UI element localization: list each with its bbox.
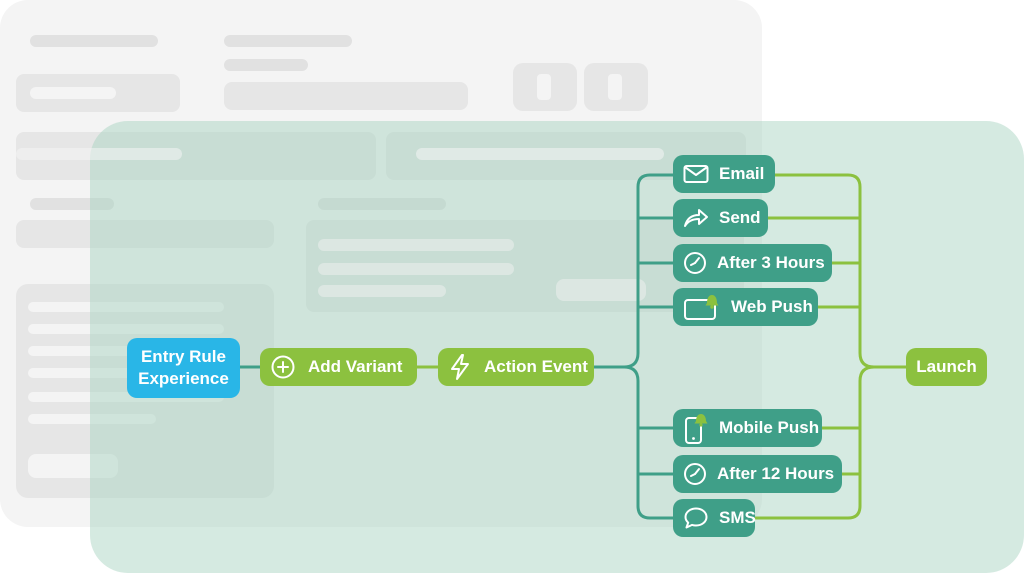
send-label: Send [719,208,761,227]
placeholder-line [28,392,224,402]
mobile-push-label: Mobile Push [719,418,820,437]
placeholder-field [224,82,468,110]
placeholder-line [30,35,158,47]
mobile-bell-icon [683,412,709,444]
entry-rule-node[interactable]: Entry Rule Experience [127,338,240,398]
mobile-push-node[interactable]: Mobile Push [673,409,822,447]
clock-icon [683,462,707,486]
sms-node[interactable]: SMS [673,499,756,537]
placeholder-button [556,279,646,301]
placeholder-line [28,368,224,378]
placeholder-line [318,198,446,210]
placeholder-line [318,285,446,297]
after-12-hours-label: After 12 Hours [717,464,835,483]
launch-node[interactable]: Launch [906,348,987,386]
plus-circle-icon [270,354,296,380]
email-label: Email [719,164,765,183]
placeholder-line [28,302,224,312]
placeholder-glyph [608,74,622,100]
placeholder-line [318,239,514,251]
after-12-hours-node[interactable]: After 12 Hours [673,455,842,493]
placeholder-line [224,35,352,47]
placeholder-field [16,220,274,248]
share-arrow-icon [683,207,709,229]
action-event-node[interactable]: Action Event [438,348,594,386]
placeholder-glyph [537,74,551,100]
lightning-bolt-icon [448,353,472,381]
placeholder-button [28,454,118,478]
after-3-hours-label: After 3 Hours [717,253,825,272]
add-variant-node[interactable]: Add Variant [260,348,417,386]
entry-rule-label: Entry Rule Experience [138,347,229,388]
send-node[interactable]: Send [673,199,768,237]
placeholder-line [30,87,116,99]
placeholder-line [318,263,514,275]
launch-label: Launch [916,357,977,376]
sms-label: SMS [719,508,756,527]
placeholder-line [28,414,156,424]
browser-bell-icon [683,292,721,322]
email-node[interactable]: Email [673,155,775,193]
placeholder-line [224,59,308,71]
envelope-icon [683,164,709,184]
placeholder-line [30,198,114,210]
placeholder-line [416,148,664,160]
web-push-label: Web Push [731,297,813,316]
after-3-hours-node[interactable]: After 3 Hours [673,244,832,282]
add-variant-label: Add Variant [308,357,403,376]
placeholder-line [16,148,182,160]
placeholder-line [28,324,224,334]
action-event-label: Action Event [484,357,588,376]
clock-icon [683,251,707,275]
web-push-node[interactable]: Web Push [673,288,818,326]
chat-bubble-icon [683,506,709,530]
placeholder-line [28,346,224,356]
